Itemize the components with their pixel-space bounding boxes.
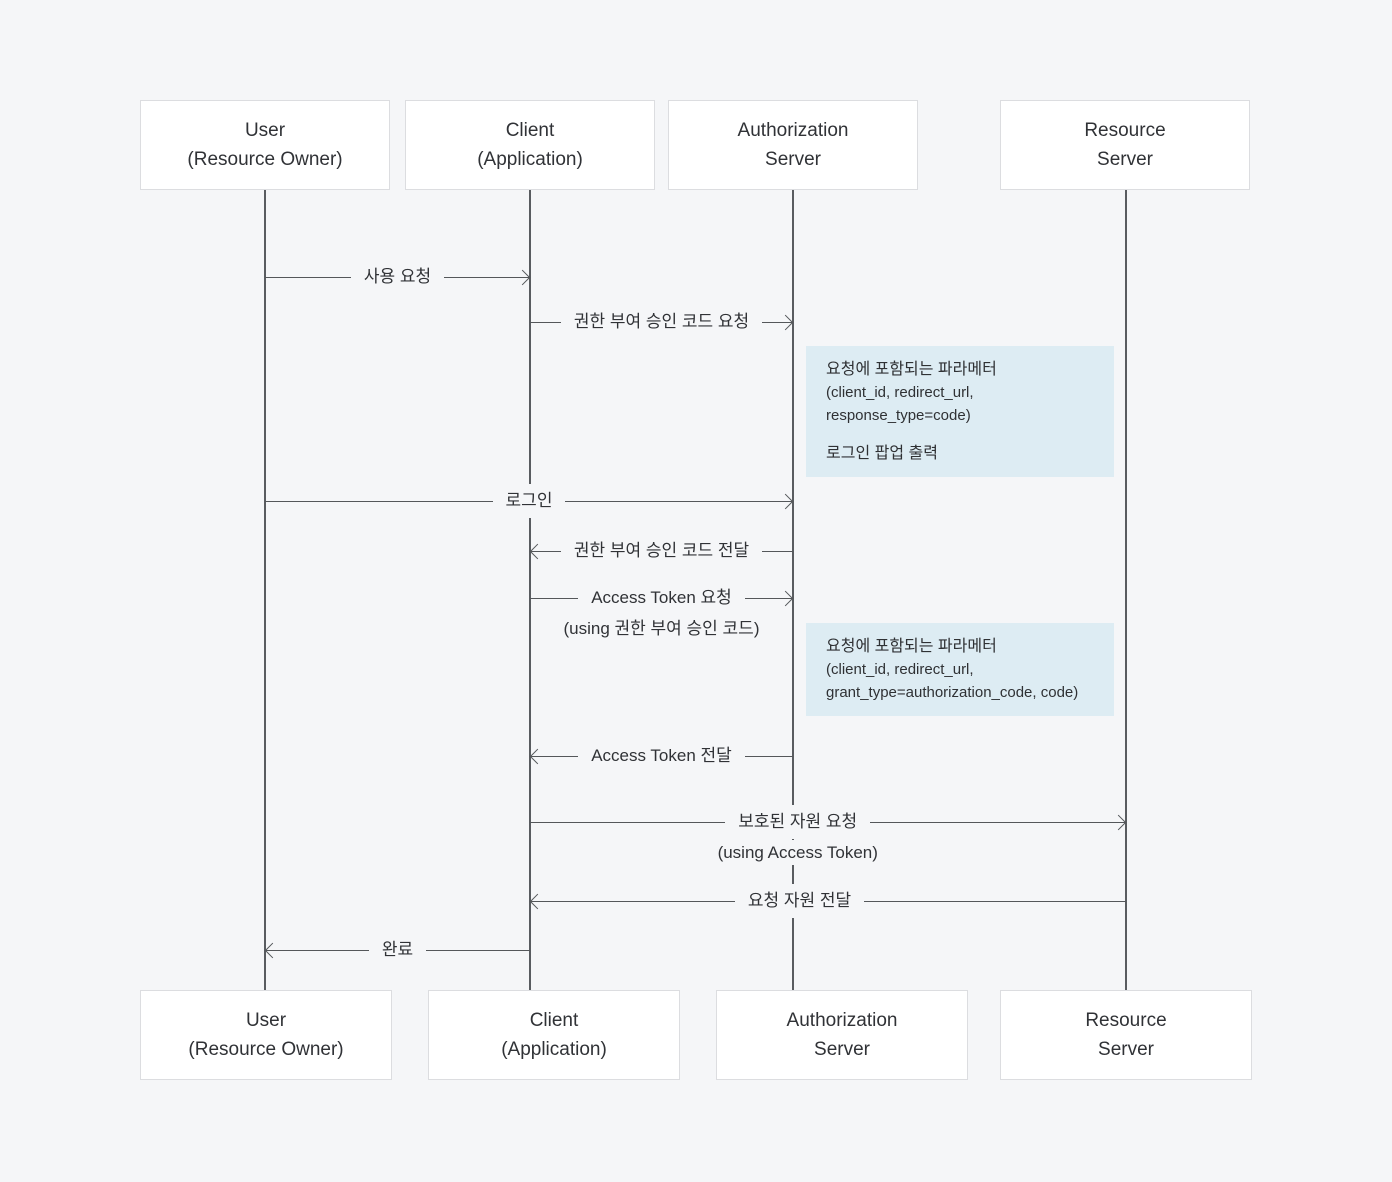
arrow-right-icon xyxy=(1110,814,1127,831)
note-title: 로그인 팝업 출력 xyxy=(826,445,938,462)
lifeline-client xyxy=(529,190,531,990)
actor-box-user-top: User (Resource Owner) xyxy=(140,100,390,190)
note-request-params-1: 요청에 포함되는 파라메터 (client_id, redirect_url, … xyxy=(806,346,1114,439)
actor-subname: Server xyxy=(765,149,821,170)
actor-subname: Server xyxy=(1097,149,1153,170)
message-line xyxy=(762,550,794,552)
arrow-right-icon xyxy=(777,493,794,510)
message-label: 요청 자원 전달 xyxy=(734,884,865,918)
arrow-left-icon xyxy=(529,748,546,765)
message-label: 완료 xyxy=(368,933,427,967)
actor-subname: (Resource Owner) xyxy=(188,1039,344,1060)
arrow-left-icon xyxy=(264,942,281,959)
message-line xyxy=(870,821,1126,823)
actor-name: Resource xyxy=(1085,1010,1167,1031)
message-line xyxy=(265,500,493,502)
actor-name: Authorization xyxy=(737,120,849,141)
actor-subname: (Resource Owner) xyxy=(187,149,343,170)
message-line xyxy=(426,949,530,951)
actor-subname: (Application) xyxy=(501,1039,607,1060)
message-line xyxy=(265,276,351,278)
actor-box-client-bottom: Client (Application) xyxy=(428,990,680,1080)
actor-name: Resource xyxy=(1084,120,1166,141)
message-label: Access Token 전달 xyxy=(578,739,745,773)
message-line xyxy=(444,276,531,278)
actor-box-user-bottom: User (Resource Owner) xyxy=(140,990,392,1080)
actor-name: User xyxy=(245,1010,287,1031)
message-line xyxy=(530,550,561,552)
actor-box-resource-server-bottom: Resource Server xyxy=(1000,990,1252,1080)
message-line xyxy=(530,821,726,823)
actor-box-client-top: Client (Application) xyxy=(405,100,655,190)
lifeline-resource-server xyxy=(1125,190,1127,990)
arrow-left-icon xyxy=(529,893,546,910)
actor-subname: Server xyxy=(1098,1039,1154,1060)
message-sublabel: (using 권한 부여 승인 코드) xyxy=(557,615,766,641)
lifeline-user xyxy=(264,190,266,990)
message-line xyxy=(265,949,369,951)
note-login-popup: 로그인 팝업 출력 xyxy=(806,430,1114,477)
message-line xyxy=(530,900,735,902)
message-sublabel: (using Access Token) xyxy=(711,839,884,865)
actor-name: Client xyxy=(529,1010,579,1031)
actor-box-resource-server-top: Resource Server xyxy=(1000,100,1250,190)
message-label: 로그인 xyxy=(492,484,566,518)
message-line xyxy=(744,597,794,599)
message-line xyxy=(744,755,794,757)
message-label: Access Token 요청 (using 권한 부여 승인 코드) xyxy=(557,581,766,641)
message-label-text: Access Token 요청 xyxy=(591,588,732,608)
message-label: 권한 부여 승인 코드 전달 xyxy=(560,534,763,568)
actor-subname: (Application) xyxy=(477,149,583,170)
message-line xyxy=(530,755,579,757)
actor-box-authorization-server-top: Authorization Server xyxy=(668,100,918,190)
actor-name: Client xyxy=(505,120,555,141)
actor-name: User xyxy=(244,120,286,141)
arrow-right-icon xyxy=(777,590,794,607)
actor-box-authorization-server-bottom: Authorization Server xyxy=(716,990,968,1080)
message-line xyxy=(530,321,561,323)
message-label: 권한 부여 승인 코드 요청 xyxy=(560,305,763,339)
message-line xyxy=(864,900,1126,902)
actor-name: Authorization xyxy=(786,1010,898,1031)
note-title: 요청에 포함되는 파라메터 xyxy=(826,361,997,378)
note-params: (client_id, redirect_url, xyxy=(826,661,974,678)
arrow-right-icon xyxy=(777,314,794,331)
lifeline-authorization-server xyxy=(792,190,794,990)
arrow-right-icon xyxy=(514,269,531,286)
note-params: grant_type=authorization_code, code) xyxy=(826,684,1079,701)
message-label-text: 보호된 자원 요청 xyxy=(738,812,858,832)
message-line xyxy=(762,321,794,323)
message-line xyxy=(530,597,579,599)
arrow-left-icon xyxy=(529,543,546,560)
message-line xyxy=(565,500,794,502)
message-label: 보호된 자원 요청 (using Access Token) xyxy=(711,805,884,865)
note-params: (client_id, redirect_url, response_type=… xyxy=(826,384,974,424)
message-label: 사용 요청 xyxy=(350,260,445,294)
note-title: 요청에 포함되는 파라메터 xyxy=(826,638,997,655)
actor-subname: Server xyxy=(814,1039,870,1060)
note-request-params-2: 요청에 포함되는 파라메터 (client_id, redirect_url, … xyxy=(806,623,1114,716)
